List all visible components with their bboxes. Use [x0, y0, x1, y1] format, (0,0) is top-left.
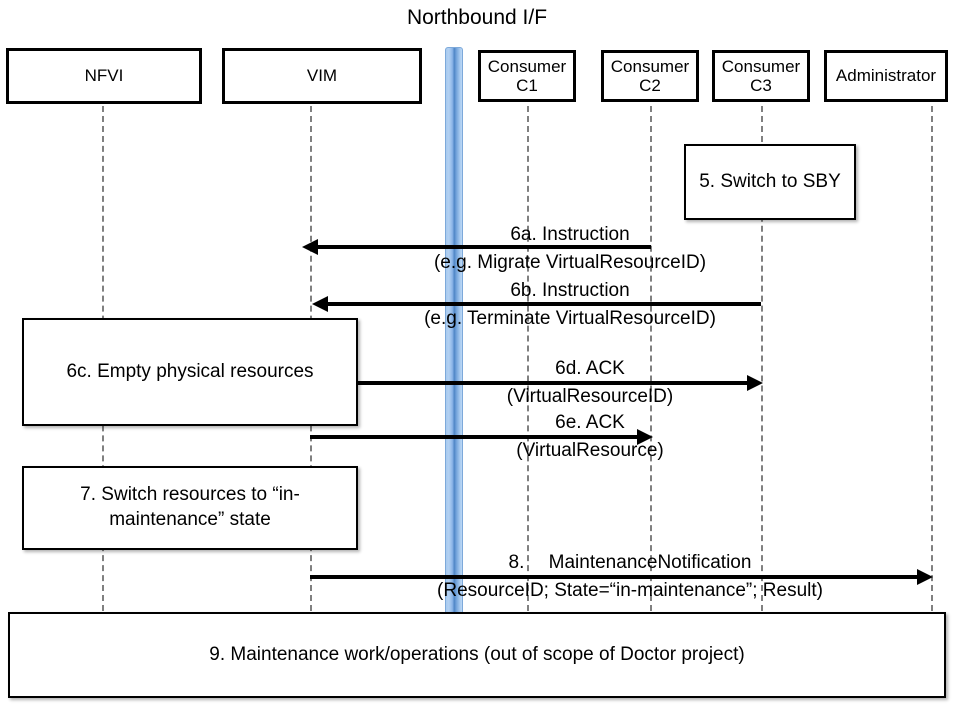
note-step-6c-line1: 6c. Empty physical resources: [66, 360, 314, 382]
actor-label-consumer-c2-line1: Consumer: [610, 56, 690, 76]
actor-box-consumer-c2[interactable]: Consumer C2: [601, 50, 699, 102]
message-6d-label-line1: 6d. ACK: [555, 358, 625, 379]
message-6e-arrowhead: [637, 429, 653, 445]
note-step-7-line1: 7. Switch resources to: [80, 484, 268, 506]
lifeline-consumer-c1: [527, 106, 529, 621]
actor-label-consumer-c1-line2: C1: [516, 76, 538, 95]
northbound-interface-bar: [445, 47, 463, 622]
actor-label-consumer-c1-line1: Consumer: [487, 56, 567, 76]
note-step-5-line1: 5. Switch to: [699, 170, 798, 192]
lifeline-administrator: [931, 106, 933, 621]
message-8-label-line2: (ResourceID; State=“in-maintenance”; Res…: [437, 580, 823, 601]
note-step-9-line1: 9. Maintenance work/operations: [209, 643, 479, 665]
actor-box-nfvi[interactable]: NFVI: [6, 48, 202, 104]
message-6d-line: [358, 381, 747, 385]
note-step-7[interactable]: 7. Switch resources to “in-maintenance” …: [22, 466, 358, 550]
message-6a-arrowhead: [302, 239, 318, 255]
message-6b-arrowhead: [312, 296, 328, 312]
note-step-9-line2: (out of scope of Doctor project): [483, 643, 745, 665]
message-6d-label-line2: (VirtualResourceID): [506, 386, 674, 407]
note-step-9[interactable]: 9. Maintenance work/operations (out of s…: [8, 612, 946, 698]
message-8-label-line1: 8. MaintenanceNotification: [508, 552, 752, 573]
message-6b-line: [326, 302, 761, 306]
actor-label-consumer-c2-line2: C2: [639, 76, 661, 95]
actor-box-vim[interactable]: VIM: [222, 48, 422, 104]
note-step-5-line2: SBY: [802, 170, 841, 192]
message-6a-label-line1: 6a. Instruction: [510, 224, 630, 245]
message-6a-line: [316, 245, 651, 249]
actor-label-vim: VIM: [306, 66, 338, 86]
diagram-title: Northbound I/F: [406, 6, 548, 29]
actor-label-administrator: Administrator: [835, 66, 937, 86]
actor-box-consumer-c1[interactable]: Consumer C1: [478, 50, 576, 102]
note-step-6c[interactable]: 6c. Empty physical resources: [22, 318, 358, 426]
message-8-line: [310, 575, 917, 579]
lifeline-consumer-c3: [761, 106, 763, 621]
message-6d-arrowhead: [747, 375, 763, 391]
actor-box-consumer-c3[interactable]: Consumer C3: [712, 50, 810, 102]
actor-label-nfvi: NFVI: [84, 66, 124, 86]
lifeline-consumer-c2: [650, 106, 652, 621]
note-step-7-line2: “in-maintenance” state: [109, 484, 300, 530]
message-6b-label-line2: (e.g. Terminate VirtualResourceID): [424, 308, 716, 329]
actor-label-consumer-c3-line2: C3: [750, 76, 772, 95]
note-step-5[interactable]: 5. Switch to SBY: [684, 144, 856, 220]
message-6e-line: [310, 435, 637, 439]
message-8-arrowhead: [917, 569, 933, 585]
actor-box-administrator[interactable]: Administrator: [824, 50, 948, 102]
message-6e-label-line2: (VirtualResource): [516, 440, 664, 461]
actor-label-consumer-c3-line1: Consumer: [721, 56, 801, 76]
message-6a-label-line2: (e.g. Migrate VirtualResourceID): [433, 252, 707, 273]
message-6b-label-line1: 6b. Instruction: [510, 280, 630, 301]
message-6e-label-line1: 6e. ACK: [555, 412, 625, 433]
